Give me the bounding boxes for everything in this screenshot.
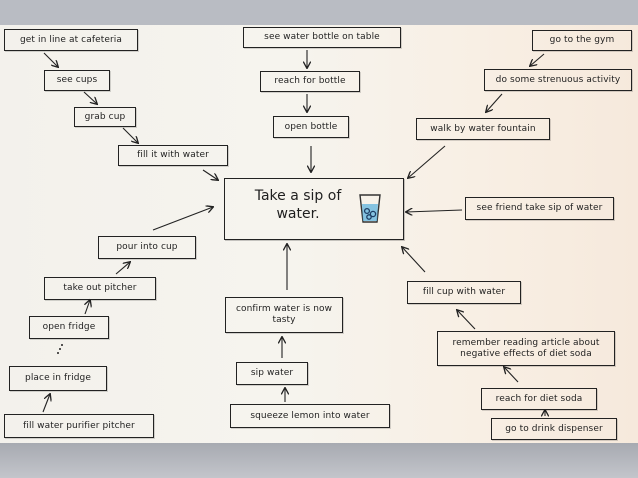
central-goal-text: Take a sip of water. [254,188,342,222]
arrow-soda-to-remember [504,367,519,383]
node-squeeze-lemon: squeeze lemon into water [230,404,390,428]
arrow-grab-cup-to-fill [122,127,138,143]
arrow-fill-to-center [202,169,218,180]
arrow-activity-to-walk [486,93,503,112]
node-open-bottle: open bottle [273,116,349,138]
node-reach-for-bottle: reach for bottle [260,71,360,92]
node-remember-article: remember reading article about negative … [437,331,615,366]
node-place-in-fridge: place in fridge [9,366,107,391]
node-strenuous-activity: do some strenuous activity [484,69,632,91]
arrow-fill-to-center-br [402,247,426,273]
node-sip-water: sip water [236,362,308,385]
arrow-walk-to-center [408,145,446,178]
arrow-pitcher-to-pour [115,262,130,275]
arrow-purifier-to-place [42,394,50,413]
node-go-to-drink-dispenser: go to drink dispenser [491,418,617,440]
ellipsis-dots [57,344,63,354]
arrow-fridge-to-pitcher [85,300,90,315]
central-goal-box: Take a sip of water. [224,178,404,240]
node-see-cups: see cups [44,70,110,91]
arrow-friend-to-center [406,210,463,212]
node-go-to-gym: go to the gym [532,30,632,51]
node-take-out-pitcher: take out pitcher [44,277,156,300]
arrow-gym-to-activity [530,53,545,66]
node-see-water-bottle: see water bottle on table [243,27,401,48]
node-pour-into-cup: pour into cup [98,236,196,259]
node-grab-cup: grab cup [74,107,136,127]
table-surface [0,443,638,478]
node-reach-diet-soda: reach for diet soda [481,388,597,410]
glass-of-water-icon [359,194,381,223]
node-confirm-tasty: confirm water is now tasty [225,297,343,333]
node-fill-it-with-water: fill it with water [118,145,228,166]
node-fill-purifier-pitcher: fill water purifier pitcher [4,414,154,438]
arrow-pour-to-center [152,207,213,231]
node-fill-cup-with-water: fill cup with water [407,281,521,304]
node-get-in-line: get in line at cafeteria [4,29,138,51]
node-walk-by-fountain: walk by water fountain [416,118,550,140]
arrow-remember-to-fill [457,310,476,330]
node-open-fridge: open fridge [29,316,109,339]
arrow-line-to-see-cups [43,52,58,67]
arrow-see-cups-to-grab-cup [83,91,97,104]
node-see-friend: see friend take sip of water [465,197,614,220]
